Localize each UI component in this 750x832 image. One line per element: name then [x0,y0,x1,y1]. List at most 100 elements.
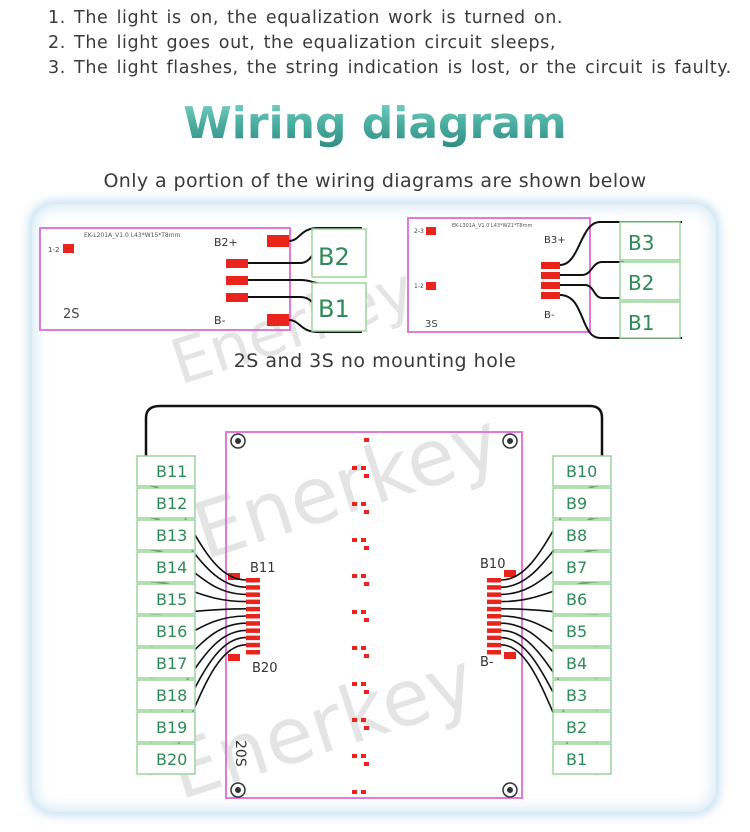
mounting-hole [230,433,246,449]
balance-led [352,682,357,686]
note-line-3: 3. The light flashes, the string indicat… [48,58,732,78]
wire [248,249,321,264]
pad [487,621,501,626]
pad [246,606,260,612]
board-20s-outline [225,431,523,799]
battery-cell [552,551,612,583]
pad [487,642,501,648]
cell-label: B17 [156,654,187,673]
battery-cell [136,455,196,487]
left-top-pin: B11 [250,561,275,576]
pad [487,585,501,590]
page-subtitle: Only a portion of the wiring diagrams ar… [103,170,647,192]
watermark-text: Enerkey [183,395,511,578]
balance-led [361,538,366,542]
board-2s-pin-top: B2+ [214,236,238,249]
pad [267,314,289,326]
balance-led [361,574,366,578]
balance-led [364,618,369,622]
pad [487,599,501,605]
right-connector-pads [487,570,516,659]
battery-cell [552,519,612,551]
cell-label: B16 [156,622,187,641]
battery-cell-b1 [311,282,367,332]
cell-label: B14 [156,558,187,577]
battery-cell [136,615,196,647]
cell-label: B2 [566,718,587,737]
board-2s-label: 2S [63,307,80,322]
board-20s: B11 B20 B10 B- 20S B11B12B13B14B15B16B17… [136,404,612,799]
balance-led [361,790,366,794]
caption-2s-3s: 2S and 3S no mounting hole [233,350,517,372]
pad [504,570,516,577]
wire [560,261,624,276]
wire [560,284,624,299]
balance-led [361,754,366,758]
board-3s-model: EK-L301A_V1.0 L43*W21*T8mm [452,223,532,229]
balance-led [352,466,357,470]
pad [541,292,560,299]
pad [487,606,501,612]
cell-label: B8 [566,526,587,545]
mounting-hole [502,433,518,449]
balance-led [364,546,369,550]
pad [246,578,260,583]
pad [267,235,289,247]
left-connector-pads [228,573,260,661]
balance-led [352,574,357,578]
cell-label: B1 [566,750,587,769]
watermark-group: Enerkey Enerkey Enerkey [158,252,511,818]
cell-label: B6 [566,590,587,609]
cell-label: B19 [156,718,187,737]
balance-led [364,438,369,442]
pad [246,585,260,590]
cell-label-b2: B2 [628,271,654,295]
battery-cell [136,583,196,615]
wire [144,404,604,458]
board-3s-led [426,282,436,290]
mounting-hole [502,782,518,798]
balance-led [364,726,369,730]
battery-cell [552,583,612,615]
balance-led [364,690,369,694]
balance-led [352,646,357,650]
page-title: Wiring diagram [0,98,750,149]
balance-led [352,502,357,506]
battery-cell [552,487,612,519]
cell-label: B11 [156,462,187,481]
note-line-2: 2. The light goes out, the equalization … [48,33,557,53]
board-2s-pin-bottom: B- [214,314,226,327]
cell-label-b2: B2 [318,243,350,271]
pad [246,614,260,619]
cell-label: B20 [156,750,187,769]
pad [487,578,501,583]
pad [246,592,260,597]
board-2s-led-label: 1-2 [48,246,59,254]
pad [228,654,240,661]
balance-led [364,474,369,478]
cell-label-b1: B1 [318,295,350,323]
balance-led [364,762,369,766]
balance-led [361,646,366,650]
cell-label-b3: B3 [628,231,654,255]
balance-led [352,538,357,542]
battery-cell [136,519,196,551]
right-top-pin: B10 [480,557,505,572]
pad [487,635,501,641]
pad [226,293,248,302]
battery-cell [552,455,612,487]
pad [487,592,501,597]
balance-led [361,502,366,506]
battery-cell [552,679,612,711]
wire [559,294,682,339]
pad [228,573,240,580]
battery-cell [552,647,612,679]
board-3s-outline [407,217,591,333]
board-3s-led-label: 1-2 [414,283,424,290]
battery-cell-b1 [619,301,681,339]
watermark-text: Enerkey [162,252,423,399]
battery-cell [136,647,196,679]
cell-label: B12 [156,494,187,513]
